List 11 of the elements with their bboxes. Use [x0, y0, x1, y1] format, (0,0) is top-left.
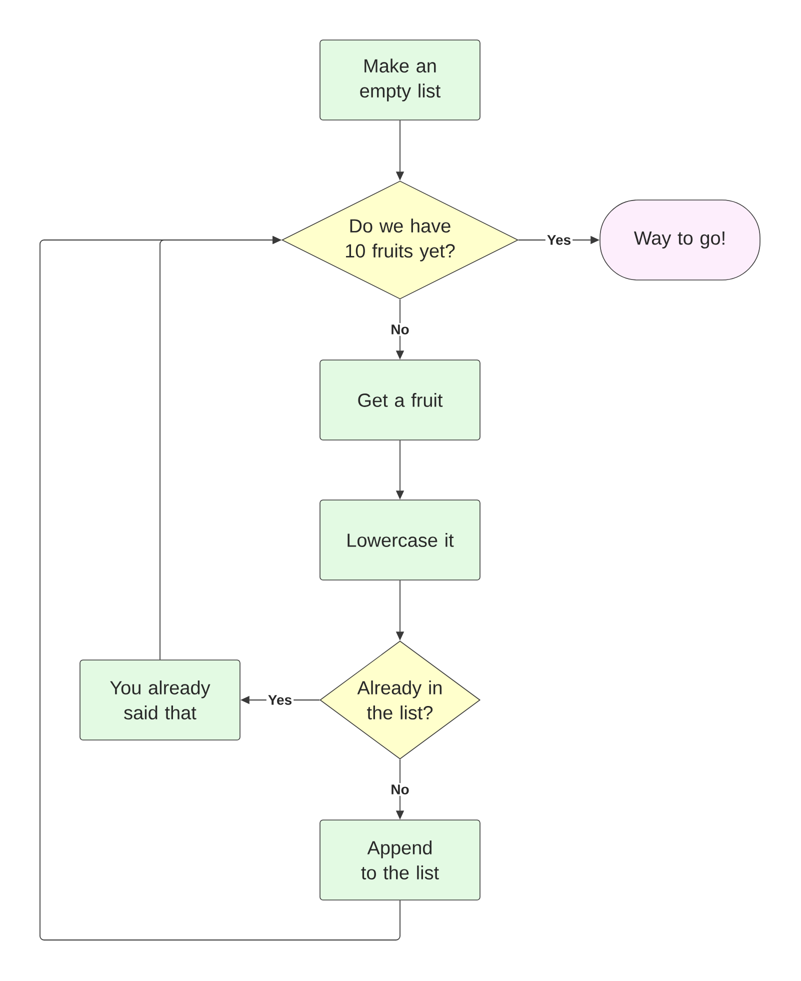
process-box: Get a fruit	[320, 360, 480, 440]
edge-label: No	[389, 323, 411, 336]
edge-label: Yes	[266, 694, 294, 706]
edge-label: No	[389, 783, 411, 796]
process-box: Append to the list	[320, 820, 480, 900]
edge-label: Yes	[545, 234, 573, 246]
process-box: Lowercase it	[320, 500, 480, 580]
process-box: Make an empty list	[320, 40, 480, 120]
terminal-box: Way to go!	[600, 200, 760, 280]
arrow	[40, 236, 400, 940]
process-box: You already said that	[80, 660, 240, 740]
